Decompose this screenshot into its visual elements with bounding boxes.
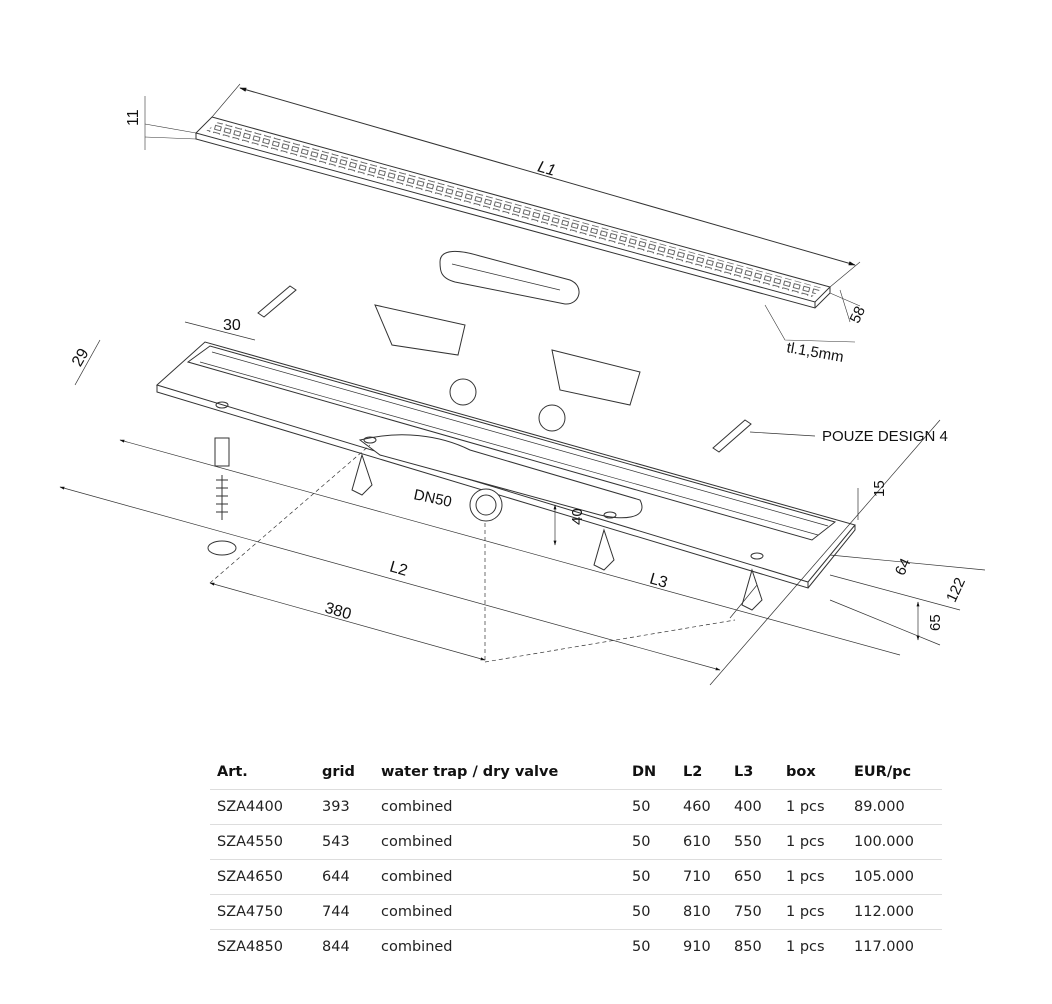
label-outlet-position: 380	[323, 600, 353, 624]
siphon-parts	[374, 251, 641, 432]
label-outlet-height: 40	[569, 508, 586, 525]
table-header-row: Art. grid water trap / dry valve DN L2 L…	[210, 755, 942, 790]
cell-box: 1 pcs	[779, 859, 847, 895]
label-L3: L3	[648, 571, 670, 592]
cell-grid: 844	[315, 929, 374, 964]
label-outlet: DN50	[412, 486, 453, 511]
cell-dn: 50	[625, 859, 676, 895]
cell-box: 1 pcs	[779, 894, 847, 930]
cell-water-trap: combined	[374, 789, 625, 825]
cell-water-trap: combined	[374, 859, 625, 895]
cell-l3: 550	[727, 824, 779, 860]
channel-dimensions	[59, 321, 986, 686]
cell-art: SZA4750	[210, 894, 315, 930]
cell-price: 112.000	[847, 894, 942, 930]
cell-price: 89.000	[847, 789, 942, 825]
product-table: Art. grid water trap / dry valve DN L2 L…	[210, 755, 942, 964]
cell-l2: 710	[676, 859, 727, 895]
label-total-width: 122	[943, 575, 969, 605]
cell-water-trap: combined	[374, 894, 625, 930]
header-l3: L3	[734, 764, 754, 780]
cell-water-trap: combined	[374, 824, 625, 860]
cell-dn: 50	[625, 929, 676, 964]
cell-price: 105.000	[847, 859, 942, 895]
cell-dn: 50	[625, 789, 676, 825]
cell-grid: 393	[315, 789, 374, 825]
label-grate-height: 11	[125, 109, 142, 126]
cell-art: SZA4550	[210, 824, 315, 860]
cell-art: SZA4650	[210, 859, 315, 895]
cell-box: 1 pcs	[779, 929, 847, 964]
header-water-trap: water trap / dry valve	[381, 764, 559, 780]
clips	[257, 285, 752, 453]
header-box: box	[786, 764, 816, 780]
cell-box: 1 pcs	[779, 789, 847, 825]
cell-box: 1 pcs	[779, 824, 847, 860]
cell-art: SZA4400	[210, 789, 315, 825]
cell-l3: 750	[727, 894, 779, 930]
cell-grid: 744	[315, 894, 374, 930]
cell-dn: 50	[625, 824, 676, 860]
cell-l2: 460	[676, 789, 727, 825]
header-grid: grid	[322, 764, 355, 780]
cell-art: SZA4850	[210, 929, 315, 964]
technical-drawing: 11 L1 58 tl.1,5mm	[59, 83, 986, 686]
label-foot-height: 65	[927, 614, 944, 631]
cell-grid: 644	[315, 859, 374, 895]
label-grate-width: 58	[847, 304, 869, 326]
cell-l3: 650	[727, 859, 779, 895]
cell-l3: 850	[727, 929, 779, 964]
drain-channel	[156, 341, 856, 611]
label-L2: L2	[388, 559, 410, 580]
cell-grid: 543	[315, 824, 374, 860]
label-channel-width: 64	[892, 556, 914, 578]
cell-l2: 610	[676, 824, 727, 860]
header-price: EUR/pc	[854, 764, 912, 780]
label-channel-top: 15	[871, 480, 888, 497]
cell-water-trap: combined	[374, 929, 625, 964]
label-design-note: POUZE DESIGN 4	[822, 428, 948, 445]
grate-dimensions	[144, 83, 861, 343]
header-dn: DN	[632, 764, 657, 780]
label-grate-thickness: tl.1,5mm	[785, 339, 845, 366]
cell-price: 100.000	[847, 824, 942, 860]
cell-l2: 810	[676, 894, 727, 930]
label-flange-offset: 29	[69, 346, 93, 370]
label-L1: L1	[536, 159, 558, 180]
header-art: Art.	[217, 764, 248, 780]
cell-l3: 400	[727, 789, 779, 825]
cell-dn: 50	[625, 894, 676, 930]
cell-l2: 910	[676, 929, 727, 964]
cell-price: 117.000	[847, 929, 942, 964]
header-l2: L2	[683, 764, 703, 780]
label-flange-width: 30	[223, 317, 241, 334]
